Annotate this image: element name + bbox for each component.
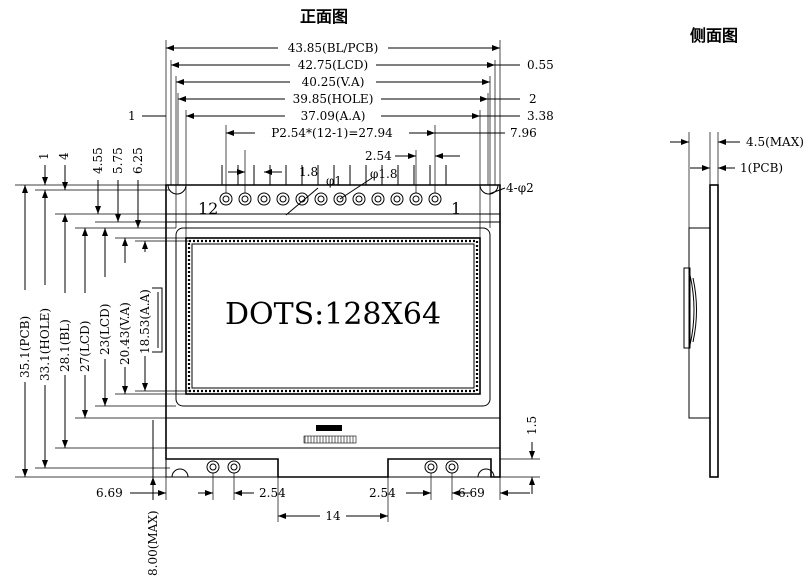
side-connector — [683, 267, 691, 349]
left-dimensions: 1 4 4.55 5.75 6.25 35.1(PCB) 33.1(HOLE) … — [18, 147, 152, 477]
dim-right-2-54: 2.54 — [369, 486, 396, 500]
dim-v-6-25: 6.25 — [131, 147, 145, 174]
dim-span-14: 14 — [325, 509, 341, 523]
dim-v-5-75: 5.75 — [111, 147, 125, 174]
bottom-left-tab — [165, 459, 278, 478]
dim-7-96: 7.96 — [510, 126, 537, 140]
dim-left-1: 1 — [128, 109, 136, 123]
side-view: 4.5(MAX) 1(PCB) — [670, 132, 804, 478]
top-left-notch — [167, 184, 187, 195]
front-view-title: 正面图 — [300, 7, 348, 26]
viewing-area — [185, 237, 481, 395]
dim-3-38: 3.38 — [527, 109, 554, 123]
extension-lines — [15, 40, 540, 522]
side-pcb — [709, 184, 719, 478]
dim-va-width: 40.25(V.A) — [302, 75, 365, 89]
pcb-outline — [165, 184, 501, 478]
dim-left-6-69: 6.69 — [96, 486, 123, 500]
dim-va-height: 20.43(V.A) — [118, 302, 132, 365]
display-text: DOTS:128X64 — [225, 297, 441, 332]
dim-bl-height: 28.1(BL) — [58, 319, 72, 372]
dim-max-8: 8.00(MAX) — [146, 510, 160, 576]
dim-v-1: 1 — [37, 152, 51, 160]
dim-holes: 4-φ2 — [506, 181, 534, 195]
dim-pitch-total: P2.54*(12-1)=27.94 — [271, 126, 393, 140]
dim-right-1-5: 1.5 — [525, 416, 539, 435]
pin-12-label: 12 — [198, 199, 218, 218]
top-dimensions: 43.85(BL/PCB) 42.75(LCD) 0.55 40.25(V.A)… — [128, 41, 554, 216]
dim-bl-pcb: 43.85(BL/PCB) — [288, 41, 379, 55]
dim-phi1-8: φ1.8 — [370, 167, 398, 181]
top-right-notch — [479, 184, 499, 195]
dim-aa-height: 18.53(A.A) — [138, 289, 152, 354]
fpc-pads — [303, 435, 357, 444]
dim-1-8: 1.8 — [299, 165, 318, 179]
dim-hole-width: 39.85(HOLE) — [293, 92, 374, 106]
bottom-dimensions: 6.69 2.54 2.54 6.69 14 8.00(MAX) 1.5 — [96, 416, 539, 576]
dim-right-6-69: 6.69 — [458, 486, 485, 500]
dim-lcd-width: 42.75(LCD) — [298, 58, 369, 72]
dim-pcb-height: 35.1(PCB) — [18, 316, 32, 378]
side-view-title: 侧面图 — [690, 26, 738, 45]
dim-aa-width: 37.09(A.A) — [301, 109, 366, 123]
lcd-glass — [175, 227, 491, 407]
active-area — [187, 239, 479, 393]
dim-0-55: 0.55 — [527, 58, 554, 72]
dim-left-2-54: 2.54 — [259, 486, 286, 500]
side-dim-max: 4.5(MAX) — [746, 135, 804, 149]
dim-phi1: φ1 — [326, 174, 342, 188]
dim-pitch: 2.54 — [365, 149, 392, 163]
dim-v-4-55: 4.55 — [91, 147, 105, 174]
pin-1-label: 1 — [451, 199, 461, 218]
fpc-connector — [316, 425, 342, 431]
side-dim-pcb: 1(PCB) — [740, 161, 783, 175]
side-lcd-glass — [688, 227, 711, 419]
front-view: 12 1 DOTS:128X64 — [150, 165, 501, 478]
dim-hole-height: 33.1(HOLE) — [38, 308, 52, 381]
dim-v-4: 4 — [57, 152, 71, 160]
dim-lcd-outer-height: 27(LCD) — [78, 321, 92, 372]
dim-lcd-height: 23(LCD) — [98, 304, 112, 355]
dim-2: 2 — [529, 92, 537, 106]
pin-holes — [219, 192, 442, 206]
